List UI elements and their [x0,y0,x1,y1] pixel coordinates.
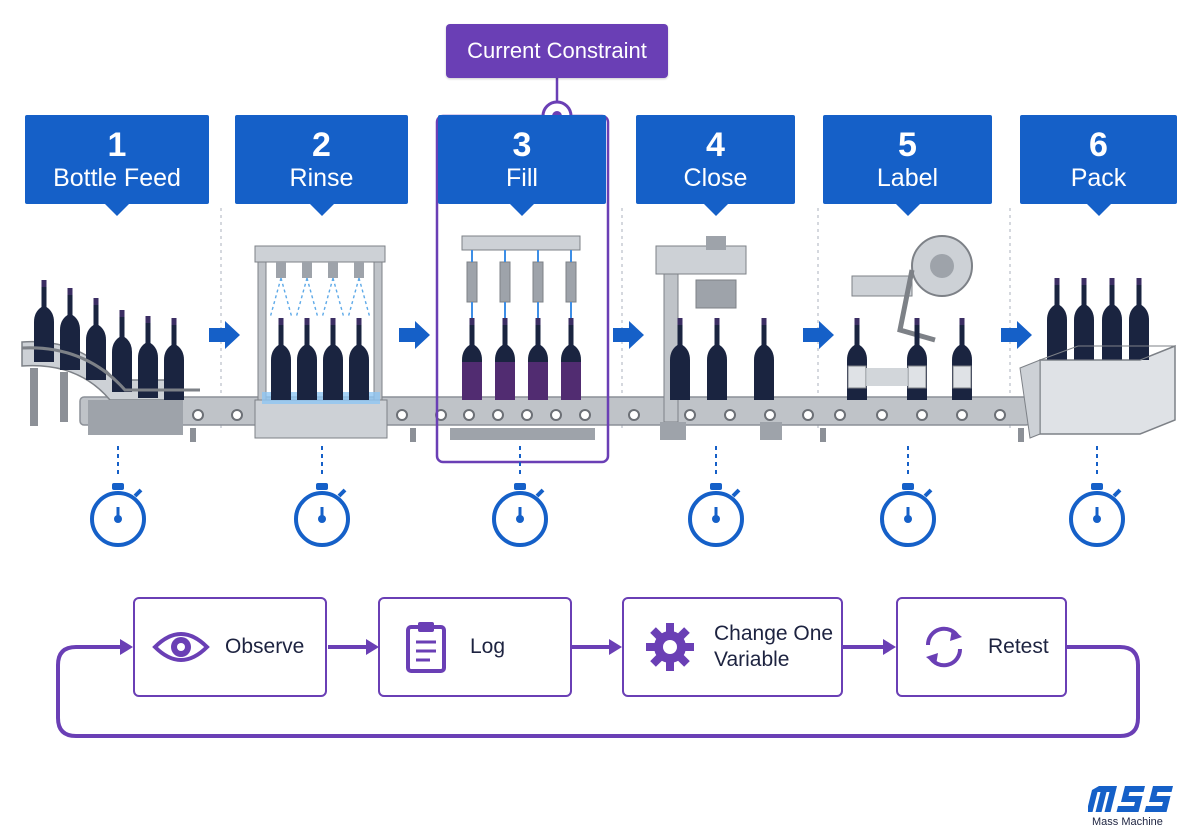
step-4-header: 4 Close [636,115,795,216]
step-number: 2 [312,125,331,164]
process-retest: Retest [896,597,1067,697]
process-label: Change One Variable [714,622,834,671]
label-station [847,235,973,400]
eye-icon [149,627,213,667]
step-name: Pack [1070,163,1127,192]
step-name: Close [683,163,748,192]
improvement-loop [56,645,1140,738]
stopwatch-icons [90,481,1125,547]
step-number: 1 [107,125,127,164]
step-number: 5 [898,125,917,164]
step-3-header: 3 Fill [438,115,606,216]
rinse-station [254,245,388,439]
step-6-header: 6 Pack [1020,115,1177,216]
process-label: Retest [988,635,1049,658]
process-label: Observe [225,635,305,658]
step-name: Fill [506,163,538,192]
process-change-one-variable: Change One Variable [622,597,843,697]
refresh-icon [912,623,976,671]
gear-icon [638,621,702,673]
brand-name: Mass Machine [1092,816,1163,828]
step-number: 3 [512,125,532,164]
step-1-header: 1 Bottle Feed [25,115,209,216]
step-name: Bottle Feed [53,163,181,192]
current-constraint-tag: Current Constraint [446,24,668,78]
mss-logo-mark [1086,786,1174,812]
process-label: Log [470,635,506,658]
step-5-header: 5 Label [823,115,992,216]
mass-machine-logo: Mass Machine [1086,782,1184,830]
fill-station [435,78,610,464]
step-number: 4 [706,125,725,164]
close-station [655,236,782,440]
pack-station [1019,278,1176,439]
step-name: Rinse [289,163,354,192]
bottle-feed-station [21,280,200,435]
process-observe: Observe [133,597,327,697]
step-name: Label [876,163,939,192]
process-log: Log [378,597,572,697]
step-2-header: 2 Rinse [235,115,408,216]
step-number: 6 [1089,125,1108,164]
clipboard-icon [394,620,458,674]
